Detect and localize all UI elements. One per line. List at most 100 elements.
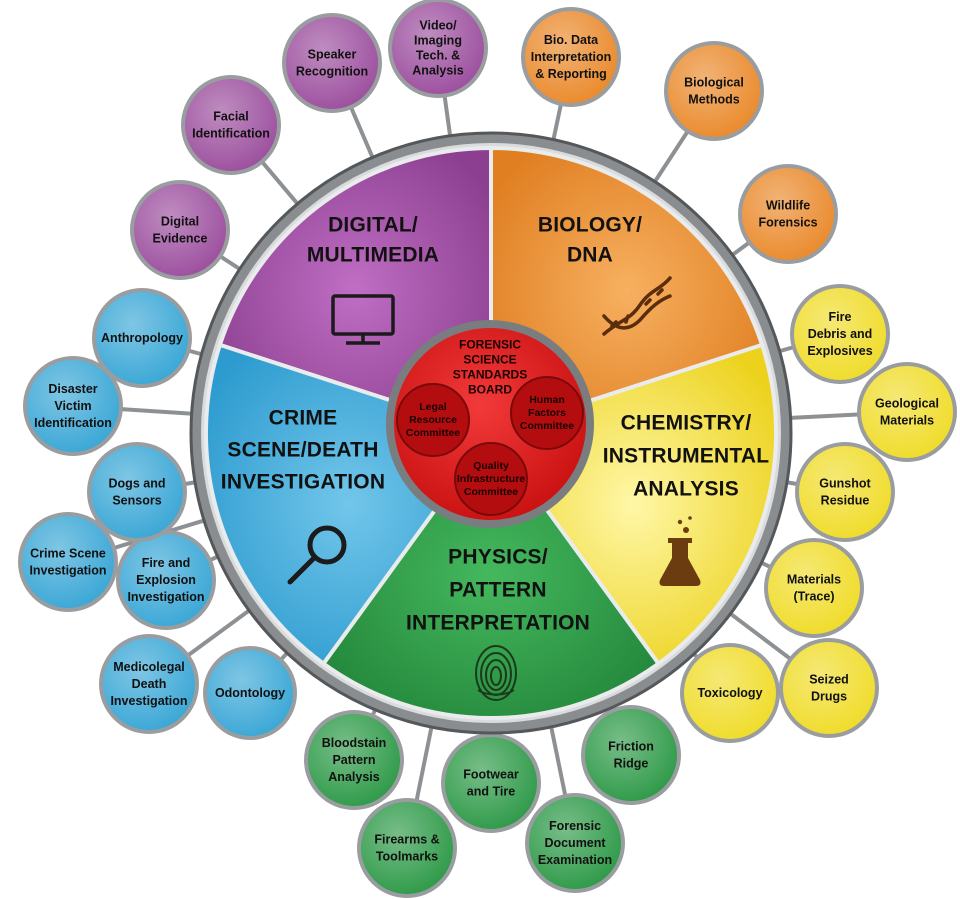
- node-label: Speaker: [308, 48, 357, 62]
- node-label: Explosives: [807, 344, 872, 358]
- board-title-line: STANDARDS: [453, 368, 527, 382]
- node-label: Victim: [54, 399, 91, 413]
- node-label: Document: [544, 836, 606, 850]
- node-highlight: [103, 638, 195, 730]
- node-crime-scene[interactable]: Odontology: [203, 646, 297, 740]
- committee-label: Committee: [406, 427, 460, 439]
- node-label: Tech. &: [416, 49, 460, 63]
- node-label: Forensic: [549, 819, 601, 833]
- node-label: Seized: [809, 673, 849, 687]
- committee-label: Human: [529, 394, 565, 406]
- node-highlight: [91, 446, 183, 538]
- sector-title-crime-scene: CRIME: [269, 407, 338, 430]
- sector-title-chemistry: CHEMISTRY/: [621, 412, 752, 435]
- sector-title-digital: DIGITAL/: [328, 214, 418, 237]
- node-label: Debris and: [808, 327, 873, 341]
- node-chemistry[interactable]: Toxicology: [680, 643, 780, 743]
- node-label: Ridge: [614, 757, 649, 771]
- node-label: Odontology: [215, 686, 285, 700]
- node-label: Gunshot: [819, 477, 871, 491]
- monitor-icon: [331, 294, 395, 345]
- node-crime-scene[interactable]: Anthropology: [92, 288, 192, 388]
- sector-title-crime-scene: SCENE/DEATH: [227, 439, 378, 462]
- node-label: Fire: [829, 310, 852, 324]
- node-label: Footwear: [463, 768, 519, 782]
- node-label: Investigation: [110, 694, 187, 708]
- sector-title-physics: PHYSICS/: [448, 546, 548, 569]
- sector-title-digital: MULTIMEDIA: [307, 244, 439, 267]
- node-label: Death: [132, 677, 167, 691]
- node-label: Forensics: [758, 216, 817, 230]
- committee-disc: [454, 442, 528, 516]
- committee-label: Quality: [473, 460, 509, 472]
- node-label: Identification: [34, 416, 112, 430]
- flask-icon: [659, 516, 701, 586]
- node-highlight: [668, 45, 760, 137]
- sector-title-biology: DNA: [567, 244, 613, 267]
- node-label: Imaging: [414, 34, 462, 48]
- node-label: Disaster: [48, 382, 97, 396]
- node-label: & Reporting: [535, 67, 607, 81]
- committee-label: Infrastructure: [457, 473, 525, 485]
- node-label: Wildlife: [766, 199, 810, 213]
- node-label: Materials: [880, 414, 934, 428]
- board-title-line: BOARD: [468, 383, 512, 397]
- node-label: Facial: [213, 110, 248, 124]
- node-label: Digital: [161, 215, 199, 229]
- node-label: Analysis: [328, 770, 379, 784]
- discipline-nodes: DigitalEvidenceFacialIdentificationSpeak…: [18, 0, 957, 898]
- sector-title-biology: BIOLOGY/: [538, 214, 642, 237]
- node-label: Explosion: [136, 573, 196, 587]
- node-highlight: [308, 714, 400, 806]
- committee-disc: [396, 383, 470, 457]
- fingerprint-icon: [475, 645, 517, 701]
- node-physics[interactable]: Firearms &Toolmarks: [357, 798, 457, 898]
- sector-title-chemistry: INSTRUMENTAL: [603, 445, 770, 468]
- node-chemistry[interactable]: Materials(Trace): [764, 538, 864, 638]
- node-label: (Trace): [794, 590, 835, 604]
- node-label: Pattern: [332, 753, 375, 767]
- committee-label: Resource: [409, 414, 457, 426]
- node-label: Residue: [821, 494, 870, 508]
- board-title-line: FORENSIC: [459, 338, 521, 352]
- node-label: Recognition: [296, 65, 368, 79]
- node-label: Biological: [684, 76, 744, 90]
- node-highlight: [286, 17, 378, 109]
- node-label: Crime Scene: [30, 547, 106, 561]
- standards-board-core: [394, 328, 586, 520]
- node-label: Methods: [688, 93, 739, 107]
- sector-title-physics: INTERPRETATION: [406, 612, 590, 635]
- node-highlight: [22, 516, 114, 608]
- node-label: Friction: [608, 740, 654, 754]
- node-label: Anthropology: [101, 331, 183, 345]
- node-highlight: [392, 2, 484, 94]
- sector-physics[interactable]: [320, 429, 662, 721]
- committee-label: Committee: [520, 420, 574, 432]
- node-highlight: [185, 79, 277, 171]
- node-label: Fire and: [142, 556, 191, 570]
- committee-label: Committee: [464, 486, 518, 498]
